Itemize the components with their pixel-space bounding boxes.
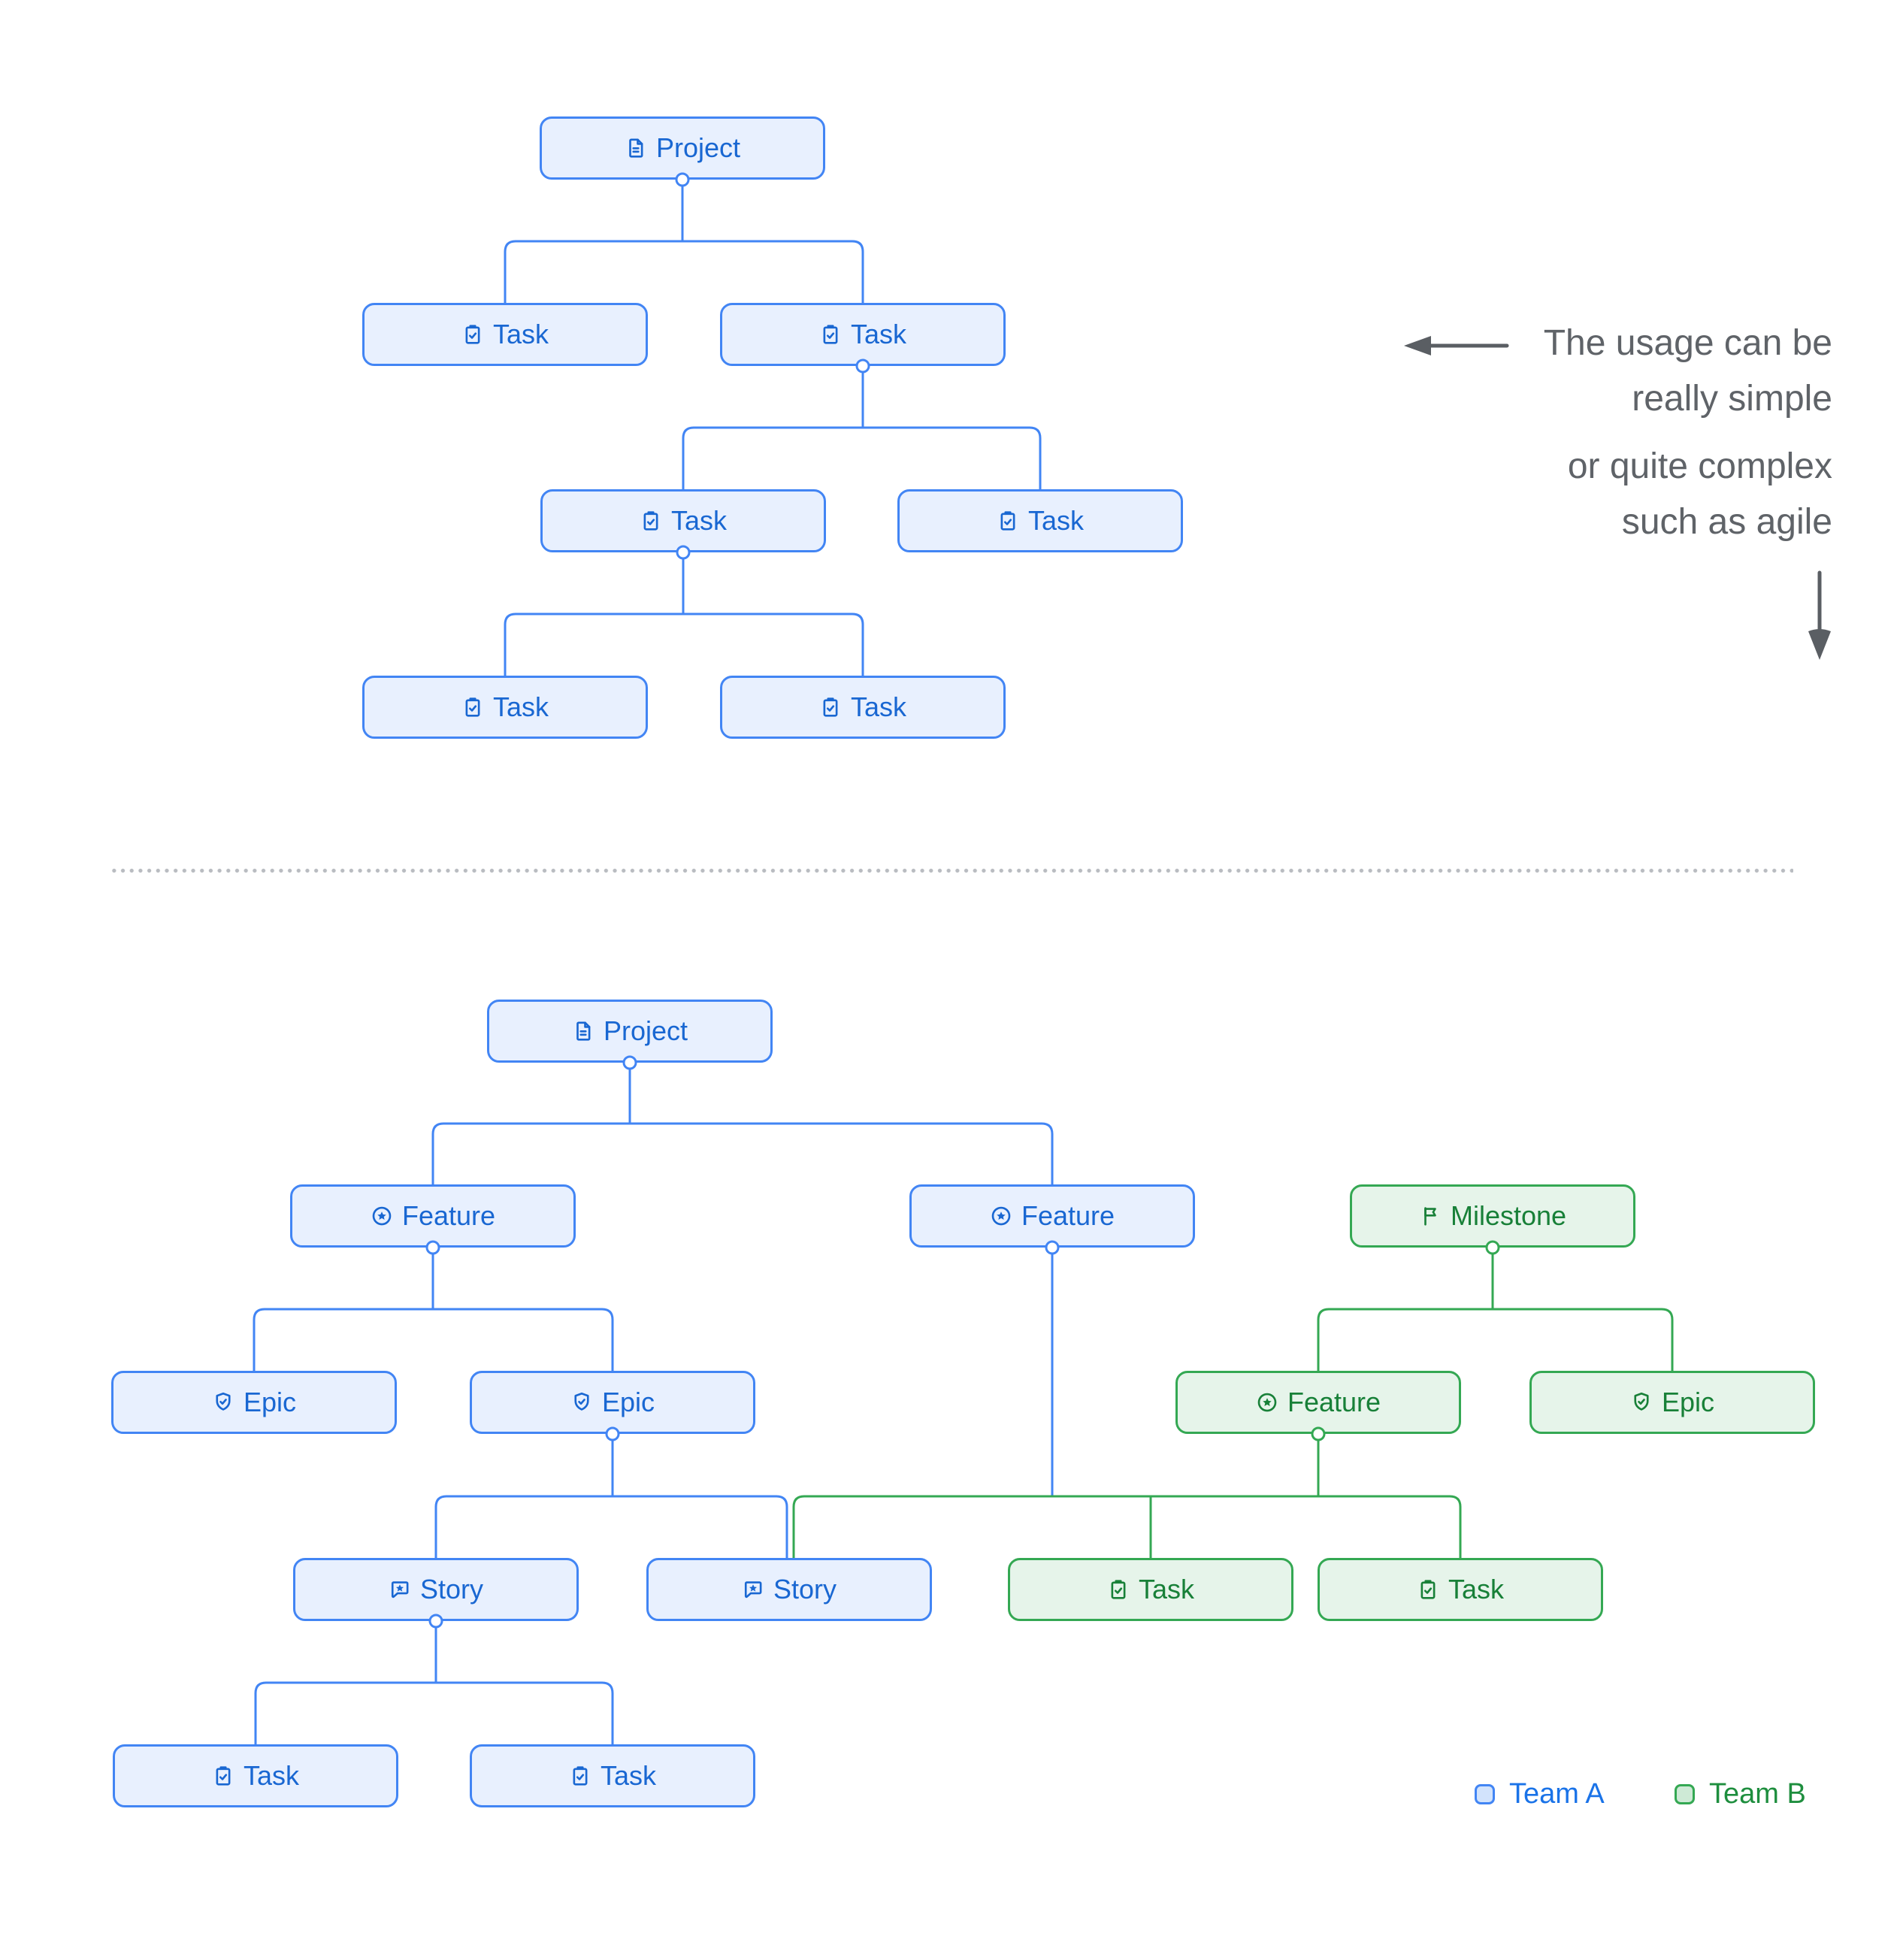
node-task: Task bbox=[1318, 1558, 1603, 1621]
legend-label: Team A bbox=[1509, 1777, 1605, 1810]
node-task: Task bbox=[470, 1744, 755, 1807]
annotation-text: The usage can be really simple or quite … bbox=[1544, 316, 1832, 550]
annotation-line: such as agile bbox=[1621, 502, 1832, 542]
annotation-line: The usage can be bbox=[1543, 323, 1832, 363]
legend-item-team-b: Team B bbox=[1675, 1777, 1806, 1811]
node-task: Task bbox=[720, 676, 1006, 739]
node-label: Task bbox=[1448, 1574, 1505, 1605]
epic-shield-icon bbox=[1630, 1391, 1653, 1414]
epic-shield-icon bbox=[212, 1391, 234, 1414]
clipboard-check-icon bbox=[997, 510, 1019, 532]
annotation-line: really simple bbox=[1632, 379, 1832, 419]
node-task: Task bbox=[362, 676, 648, 739]
node-epic: Epic bbox=[1529, 1371, 1815, 1434]
node-label: Epic bbox=[243, 1387, 297, 1417]
team-b-swatch-icon bbox=[1675, 1783, 1695, 1804]
node-story: Story bbox=[646, 1558, 932, 1621]
node-task: Task bbox=[720, 303, 1006, 366]
clipboard-check-icon bbox=[640, 510, 662, 532]
node-label: Feature bbox=[1287, 1387, 1381, 1417]
node-label: Project bbox=[655, 132, 741, 163]
node-label: Feature bbox=[401, 1200, 496, 1231]
epic-shield-icon bbox=[570, 1391, 593, 1414]
clipboard-check-icon bbox=[569, 1765, 591, 1787]
node-task: Task bbox=[540, 489, 826, 552]
node-label: Project bbox=[603, 1015, 688, 1046]
node-label: Task bbox=[850, 319, 907, 349]
node-project: Project bbox=[540, 116, 825, 180]
node-epic: Epic bbox=[111, 1371, 397, 1434]
node-milestone: Milestone bbox=[1350, 1184, 1635, 1248]
clipboard-check-icon bbox=[1417, 1578, 1439, 1601]
document-icon bbox=[625, 137, 647, 159]
node-feature: Feature bbox=[909, 1184, 1195, 1248]
node-task: Task bbox=[897, 489, 1183, 552]
node-task: Task bbox=[113, 1744, 398, 1807]
node-task: Task bbox=[1008, 1558, 1293, 1621]
node-label: Task bbox=[1138, 1574, 1195, 1605]
node-label: Epic bbox=[1661, 1387, 1715, 1417]
feature-star-icon bbox=[1256, 1391, 1278, 1414]
story-bubble-icon bbox=[389, 1578, 411, 1601]
node-project: Project bbox=[487, 1000, 773, 1063]
node-label: Milestone bbox=[1450, 1200, 1567, 1231]
node-label: Story bbox=[773, 1574, 837, 1605]
node-label: Task bbox=[1027, 505, 1085, 536]
node-label: Feature bbox=[1021, 1200, 1115, 1231]
node-feature: Feature bbox=[1175, 1371, 1461, 1434]
clipboard-check-icon bbox=[1107, 1578, 1130, 1601]
legend-item-team-a: Team A bbox=[1475, 1777, 1605, 1811]
feature-star-icon bbox=[990, 1205, 1012, 1227]
node-label: Task bbox=[492, 319, 549, 349]
node-label: Epic bbox=[601, 1387, 655, 1417]
node-story: Story bbox=[293, 1558, 579, 1621]
clipboard-check-icon bbox=[819, 323, 842, 346]
milestone-flag-icon bbox=[1419, 1205, 1442, 1227]
legend-label: Team B bbox=[1709, 1777, 1806, 1810]
team-a-swatch-icon bbox=[1475, 1783, 1495, 1804]
clipboard-check-icon bbox=[461, 323, 484, 346]
node-label: Task bbox=[670, 505, 728, 536]
node-label: Task bbox=[850, 691, 907, 722]
dotted-separator bbox=[110, 868, 1793, 873]
feature-star-icon bbox=[371, 1205, 393, 1227]
annotation-line: or quite complex bbox=[1567, 446, 1832, 486]
node-task: Task bbox=[362, 303, 648, 366]
node-epic: Epic bbox=[470, 1371, 755, 1434]
document-icon bbox=[572, 1020, 594, 1042]
node-label: Task bbox=[600, 1760, 657, 1791]
story-bubble-icon bbox=[742, 1578, 764, 1601]
clipboard-check-icon bbox=[819, 696, 842, 718]
clipboard-check-icon bbox=[461, 696, 484, 718]
node-label: Story bbox=[419, 1574, 484, 1605]
node-label: Task bbox=[492, 691, 549, 722]
clipboard-check-icon bbox=[212, 1765, 234, 1787]
node-feature: Feature bbox=[290, 1184, 576, 1248]
node-label: Task bbox=[243, 1760, 300, 1791]
